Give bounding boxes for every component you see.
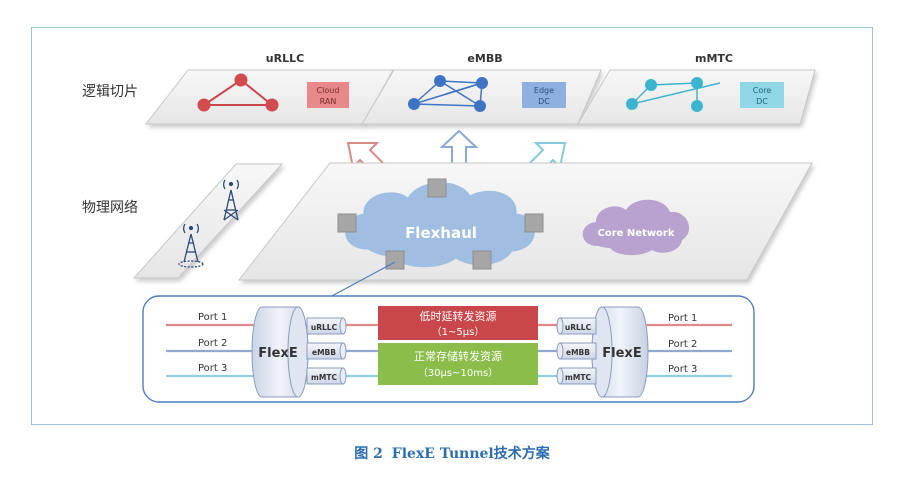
svg-text:FlexE: FlexE (258, 346, 297, 361)
svg-text:Edge: Edge (534, 86, 554, 95)
svg-text:（30μs~10ms）: （30μs~10ms） (418, 367, 498, 379)
svg-text:mMTC: mMTC (311, 373, 337, 382)
diagram-frame (31, 27, 873, 425)
physical-network-label: 物理网络 (82, 200, 138, 216)
svg-text:uRLLC: uRLLC (311, 323, 338, 332)
svg-text:uRLLC: uRLLC (565, 323, 592, 332)
core-network-label: Core Network (597, 228, 674, 239)
edge-dc-box (522, 82, 566, 108)
svg-text:FlexE: FlexE (602, 346, 641, 361)
channel-right: uRLLC eMBB mMTC (556, 317, 597, 385)
svg-text:（1~5μs）: （1~5μs） (432, 326, 485, 338)
slice-plane-urllc: Cloud RAN (144, 69, 394, 125)
svg-text:eMBB: eMBB (566, 348, 590, 357)
svg-text:Core: Core (753, 86, 772, 95)
normal-forwarding-resource: 正常存储转发资源 （30μs~10ms） (378, 343, 538, 385)
low-latency-resource: 低时延转发资源 （1~5μs） (378, 306, 538, 340)
svg-text:低时延转发资源: 低时延转发资源 (420, 309, 497, 323)
flexe-left-cylinder: FlexE (251, 306, 309, 398)
slice-title-mmtc: mMTC (695, 52, 733, 65)
flexhaul-label: Flexhaul (405, 224, 477, 242)
logical-slice-label: 逻辑切片 (82, 84, 138, 100)
radio-access-plane (132, 163, 284, 279)
flexhaul-cloud: Flexhaul (345, 182, 535, 268)
port-2-right: Port 2 (668, 339, 697, 350)
port-2-left: Port 2 (198, 338, 227, 349)
svg-text:DC: DC (538, 97, 550, 106)
figure-number: 图 2 (354, 446, 383, 462)
flexe-right-cylinder: FlexE (591, 306, 649, 398)
core-dc-box (740, 82, 784, 108)
antenna-tower-icon (223, 179, 239, 221)
core-network-cloud: Core Network (582, 199, 690, 256)
svg-text:DC: DC (756, 97, 768, 106)
port-1-left: Port 1 (198, 312, 227, 323)
channel-left: uRLLC eMBB mMTC (306, 317, 347, 385)
figure-title: FlexE Tunnel技术方案 (391, 446, 550, 462)
svg-text:mMTC: mMTC (565, 373, 591, 382)
slice-plane-embb: Edge DC (361, 69, 602, 125)
port-3-left: Port 3 (198, 363, 227, 374)
svg-text:eMBB: eMBB (312, 348, 336, 357)
svg-text:Cloud: Cloud (317, 86, 340, 95)
svg-text:RAN: RAN (320, 97, 337, 106)
figure-caption: 图 2 FlexE Tunnel技术方案 (0, 443, 904, 463)
router-node (337, 178, 544, 270)
slice-title-urllc: uRLLC (266, 52, 304, 65)
slice-title-embb: eMBB (467, 52, 502, 65)
port-3-right: Port 3 (668, 364, 697, 375)
antenna-tower-icon (178, 223, 204, 268)
svg-text:正常存储转发资源: 正常存储转发资源 (414, 349, 502, 363)
zoom-connector (329, 261, 396, 298)
cloud-ran-box (307, 82, 349, 108)
slice-plane-mmtc: Core DC (577, 69, 816, 125)
port-1-right: Port 1 (668, 313, 697, 324)
